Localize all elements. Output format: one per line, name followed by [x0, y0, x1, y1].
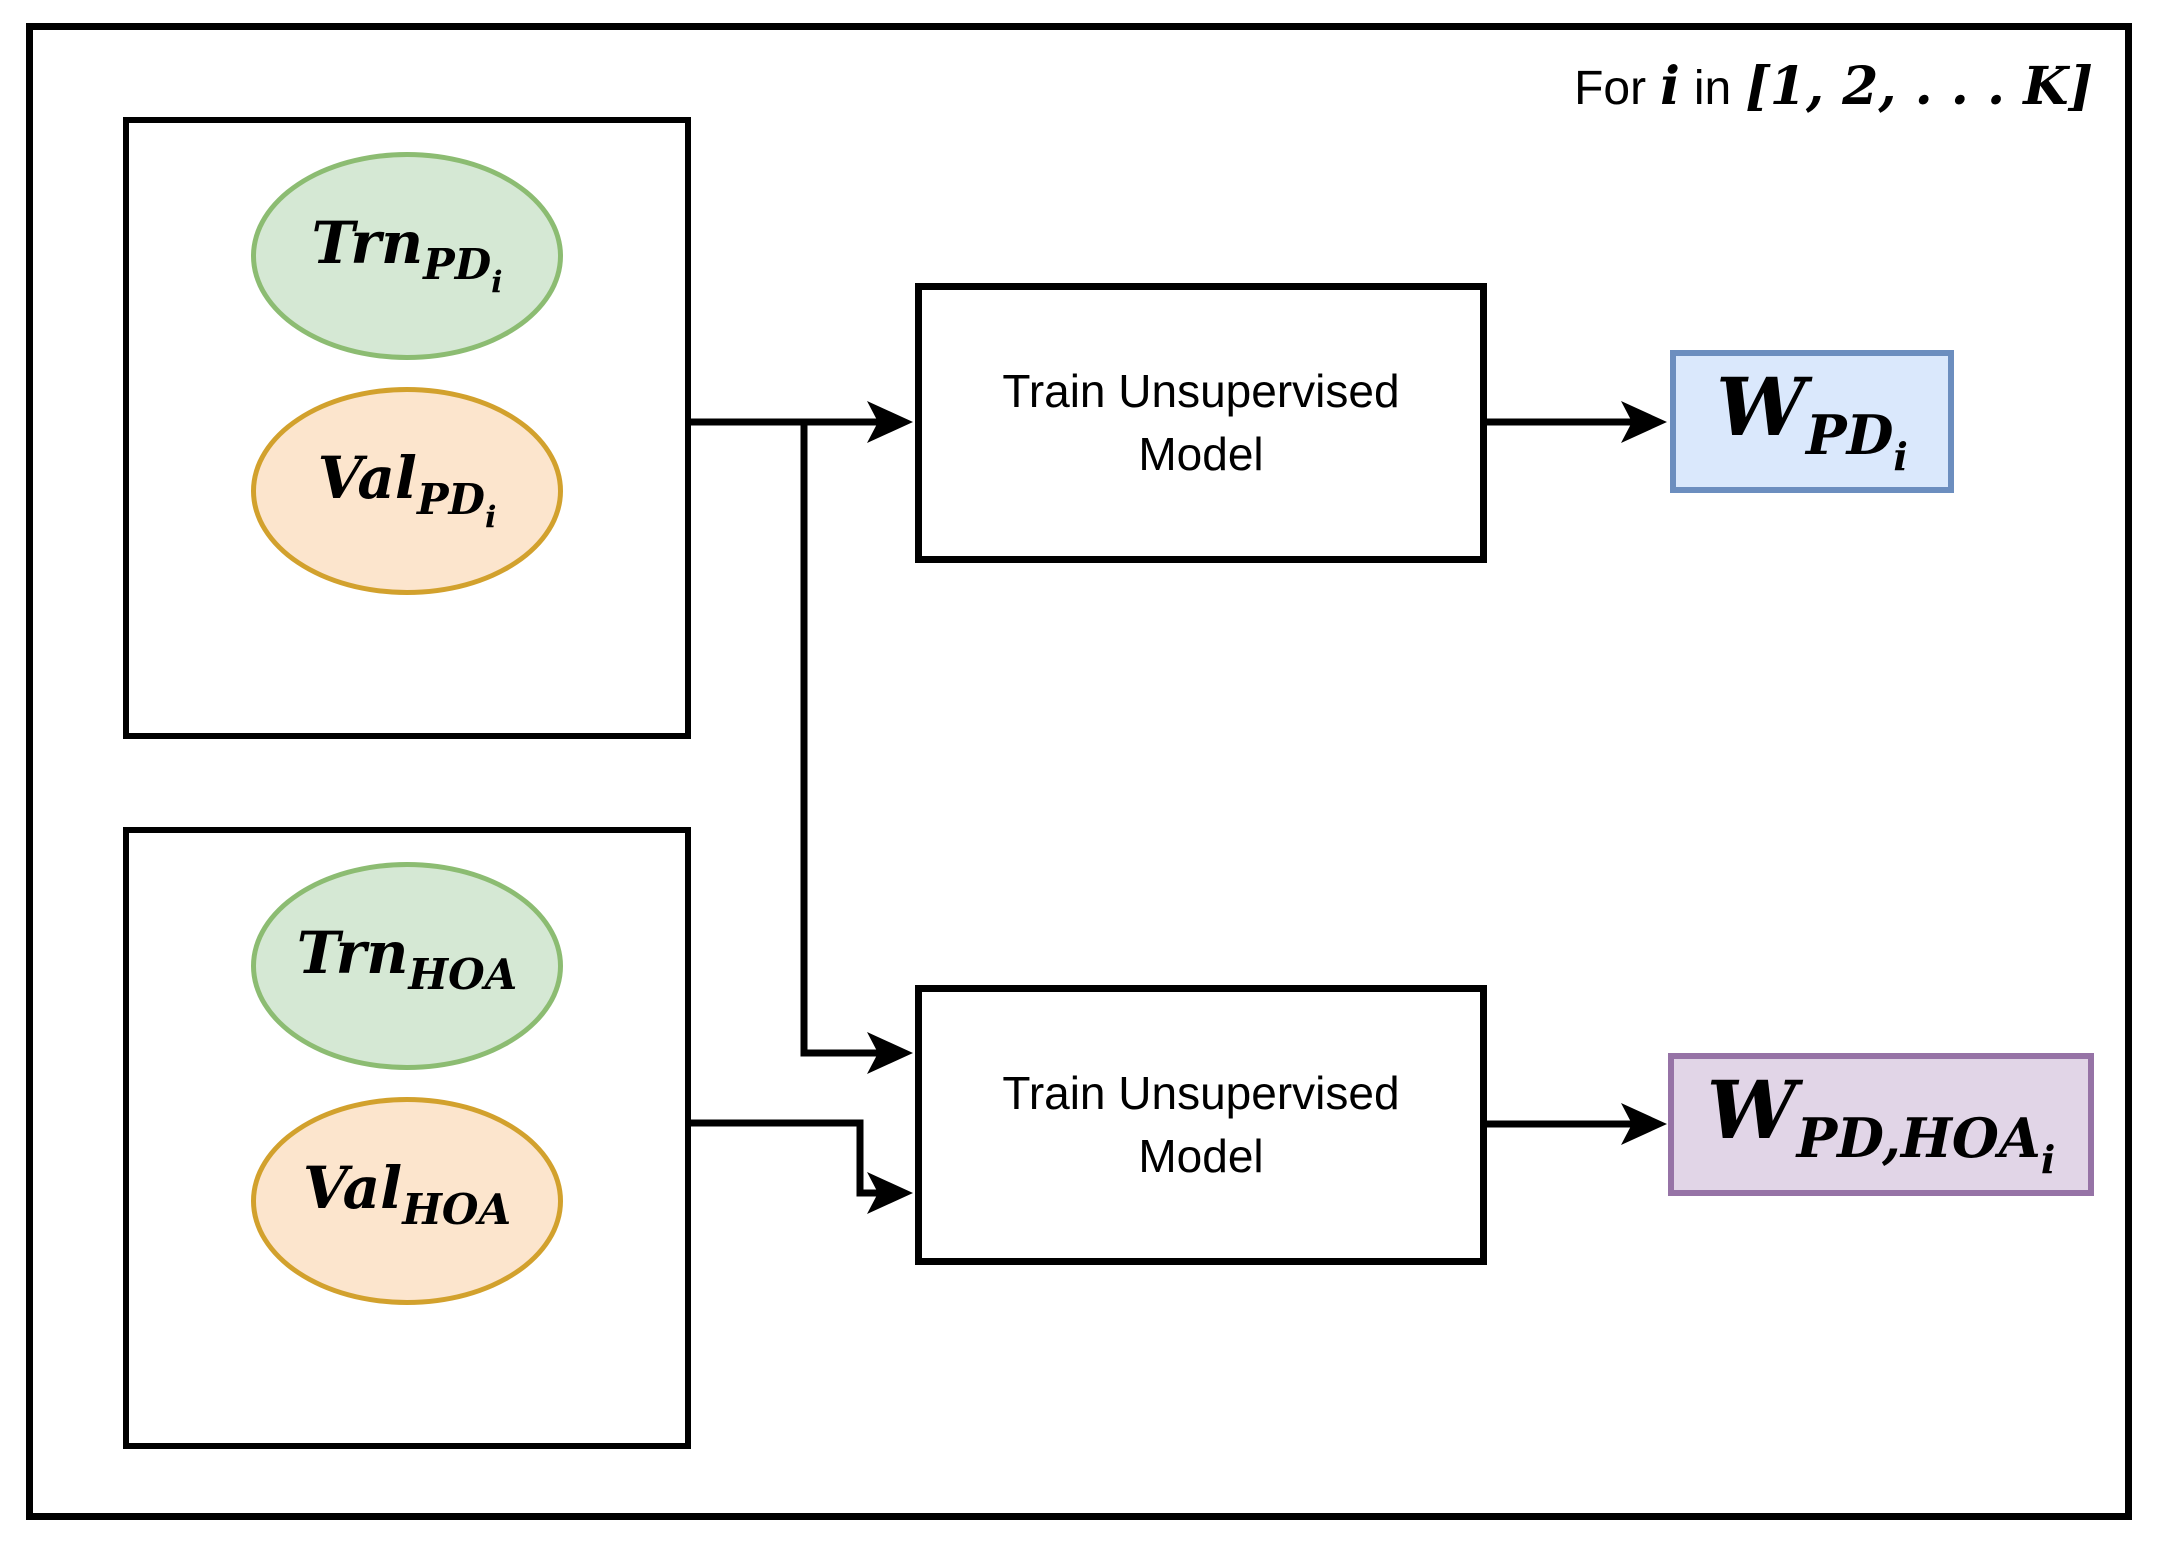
trn-pd-ellipse: TrnPDi [251, 152, 563, 360]
hoa-data-group: TrnHOA ValHOA [123, 827, 691, 1449]
loop-annotation: For i in [1, 2, . . . K] [1574, 56, 2093, 117]
w-pd-output-box: WPDi [1670, 350, 1954, 493]
arrowhead-into-top-model [867, 401, 913, 443]
w-pd-hoa-label: WPD,HOAi [1706, 1063, 2056, 1182]
process-top-line2: Model [1138, 428, 1264, 480]
loop-prefix: For [1574, 62, 1647, 115]
process-bottom-line2: Model [1138, 1130, 1264, 1182]
loop-variable: i [1660, 56, 1680, 117]
train-unsupervised-model-box-bottom: Train Unsupervised Model [915, 985, 1487, 1265]
val-hoa-ellipse: ValHOA [251, 1097, 563, 1305]
process-bottom-line1: Train Unsupervised [1002, 1066, 1400, 1119]
trn-pd-label: TrnPDi [311, 208, 503, 301]
edge-hoa-to-bottom-model [690, 1119, 882, 1197]
arrowhead-into-wpdhoa [1621, 1103, 1667, 1145]
outer-frame [26, 23, 2132, 1520]
pd-data-group: TrnPDi ValPDi [123, 117, 691, 739]
trn-hoa-label: TrnHOA [296, 918, 518, 999]
arrowhead-into-bottom-model-lower [867, 1172, 913, 1214]
trn-hoa-ellipse: TrnHOA [251, 862, 563, 1070]
arrowhead-into-wpd [1621, 401, 1667, 443]
val-pd-label: ValPDi [317, 443, 497, 536]
loop-range: [1, 2, . . . K] [1745, 56, 2093, 117]
w-pd-label: WPDi [1716, 360, 1908, 479]
edge-pd-branch-to-bottom-model [800, 422, 882, 1057]
arrowhead-into-bottom-model-upper [867, 1032, 913, 1074]
val-hoa-label: ValHOA [302, 1153, 512, 1234]
process-top-line1: Train Unsupervised [1002, 364, 1400, 417]
w-pd-hoa-output-box: WPD,HOAi [1668, 1053, 2094, 1196]
val-pd-ellipse: ValPDi [251, 387, 563, 595]
loop-middle: in [1693, 62, 1732, 115]
train-unsupervised-model-box-top: Train Unsupervised Model [915, 283, 1487, 563]
